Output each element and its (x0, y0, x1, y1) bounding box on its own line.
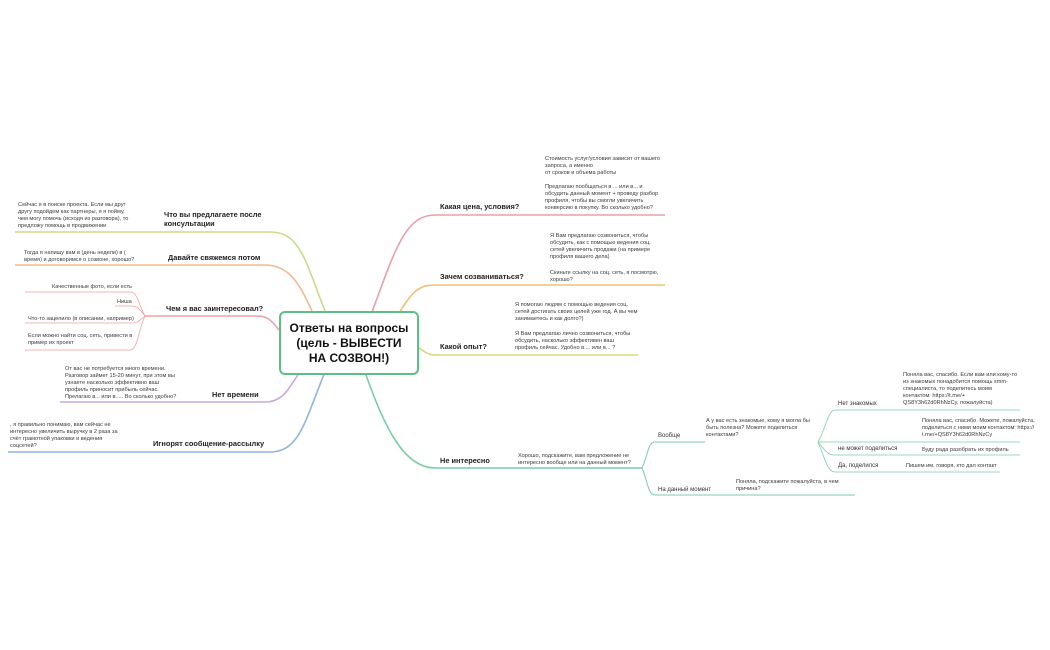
topic-experience[interactable]: Какой опыт? (440, 342, 487, 351)
connector-offer (15, 231, 326, 312)
connector-no-time (60, 371, 301, 403)
connector-int-4 (25, 315, 146, 351)
topic-later[interactable]: Давайте свяжемся потом (168, 253, 261, 262)
note-why-call-1: Я Вам предлагаю созвониться, чтобы обсуд… (550, 233, 651, 260)
note-no-time: От вас не потребуется много времени. Раз… (65, 366, 177, 400)
sub-now[interactable]: На данный момент (658, 487, 712, 493)
interest-item: Ниша (117, 299, 132, 305)
note-not-interesting: Хорошо, подскажите, вам предложение не и… (518, 453, 631, 466)
interest-item: Если можно найти соц. сеть, привести в п… (28, 333, 133, 346)
connector-not-interesting (364, 371, 642, 469)
note-experience-1: Я помогаю людям с помощью ведения соц. с… (515, 302, 638, 322)
connector-price (371, 214, 665, 313)
connector-int-2 (115, 305, 146, 317)
note-price: Стоимость услуг/условия зависит от вашег… (545, 156, 660, 211)
connector-ignore (8, 371, 326, 453)
connector-yes-share (817, 441, 1000, 473)
topic-why-call[interactable]: Зачем созваниваться? (440, 272, 524, 281)
interest-item: Качественные фото, если есть (52, 284, 133, 290)
sub-yes-share[interactable]: Да, поделился (838, 463, 879, 469)
sub-no-contacts[interactable]: Нет знакомых (838, 401, 877, 407)
connector-int-3 (25, 315, 146, 324)
sub-at-all[interactable]: Вообще (658, 433, 681, 439)
note-experience-2: Я Вам предлагаю лично созвониться, чтобы… (515, 331, 631, 351)
connector-now (641, 467, 855, 496)
topic-no-time[interactable]: Нет времени (212, 390, 259, 399)
note-no-contacts: Поняла вас, спасибо. Если вам или кому-т… (903, 372, 1018, 406)
topic-not-interesting[interactable]: Не интересно (440, 456, 490, 465)
root-node[interactable]: Ответы на вопросы (цель - ВЫВЕСТИ НА СОЗ… (279, 311, 419, 375)
connector-int-1 (25, 291, 146, 317)
note-now: Поняла, подскажите пожалуйста, в чем при… (736, 479, 839, 492)
connector-interested (145, 315, 280, 331)
connector-at-all (641, 441, 705, 469)
note-at-all: А у вас есть знакомые, кому я могла бы б… (706, 418, 810, 438)
topic-price[interactable]: Какая цена, условия? (440, 202, 520, 211)
connector-cant-share (817, 441, 1020, 456)
note-unlabeled: Поняла вас, спасибо. Можете, пожалуйста,… (922, 418, 1035, 438)
note-later: Тогда я напишу вам в (день недели) в ( в… (24, 250, 135, 263)
topic-offer[interactable]: Что вы предлагаете после консультации (164, 210, 262, 228)
sub-cant-share[interactable]: не может поделиться (838, 446, 898, 452)
topic-interested[interactable]: Чем я вас заинтересовал? (166, 304, 264, 313)
note-offer: Сейчас я в поиске проекта. Если мы друг … (18, 202, 129, 229)
connector-later (15, 264, 313, 312)
interest-item: Что-то зацепило (в описании, например) (28, 316, 134, 322)
note-ignore: , я правильно понимаю, вам сейчас не инт… (10, 422, 118, 449)
note-cant-share: Буду рада разобрать их профиль (922, 447, 1009, 453)
note-why-call-2: Скиньте ссылку на соц. сеть, я посмотрю,… (550, 270, 659, 283)
connector-no-contacts (817, 409, 1020, 443)
note-yes-share: Пишем им, говоря, кто дал контакт (906, 463, 997, 469)
topic-ignore[interactable]: Игнорят сообщение-рассылку (153, 439, 265, 448)
